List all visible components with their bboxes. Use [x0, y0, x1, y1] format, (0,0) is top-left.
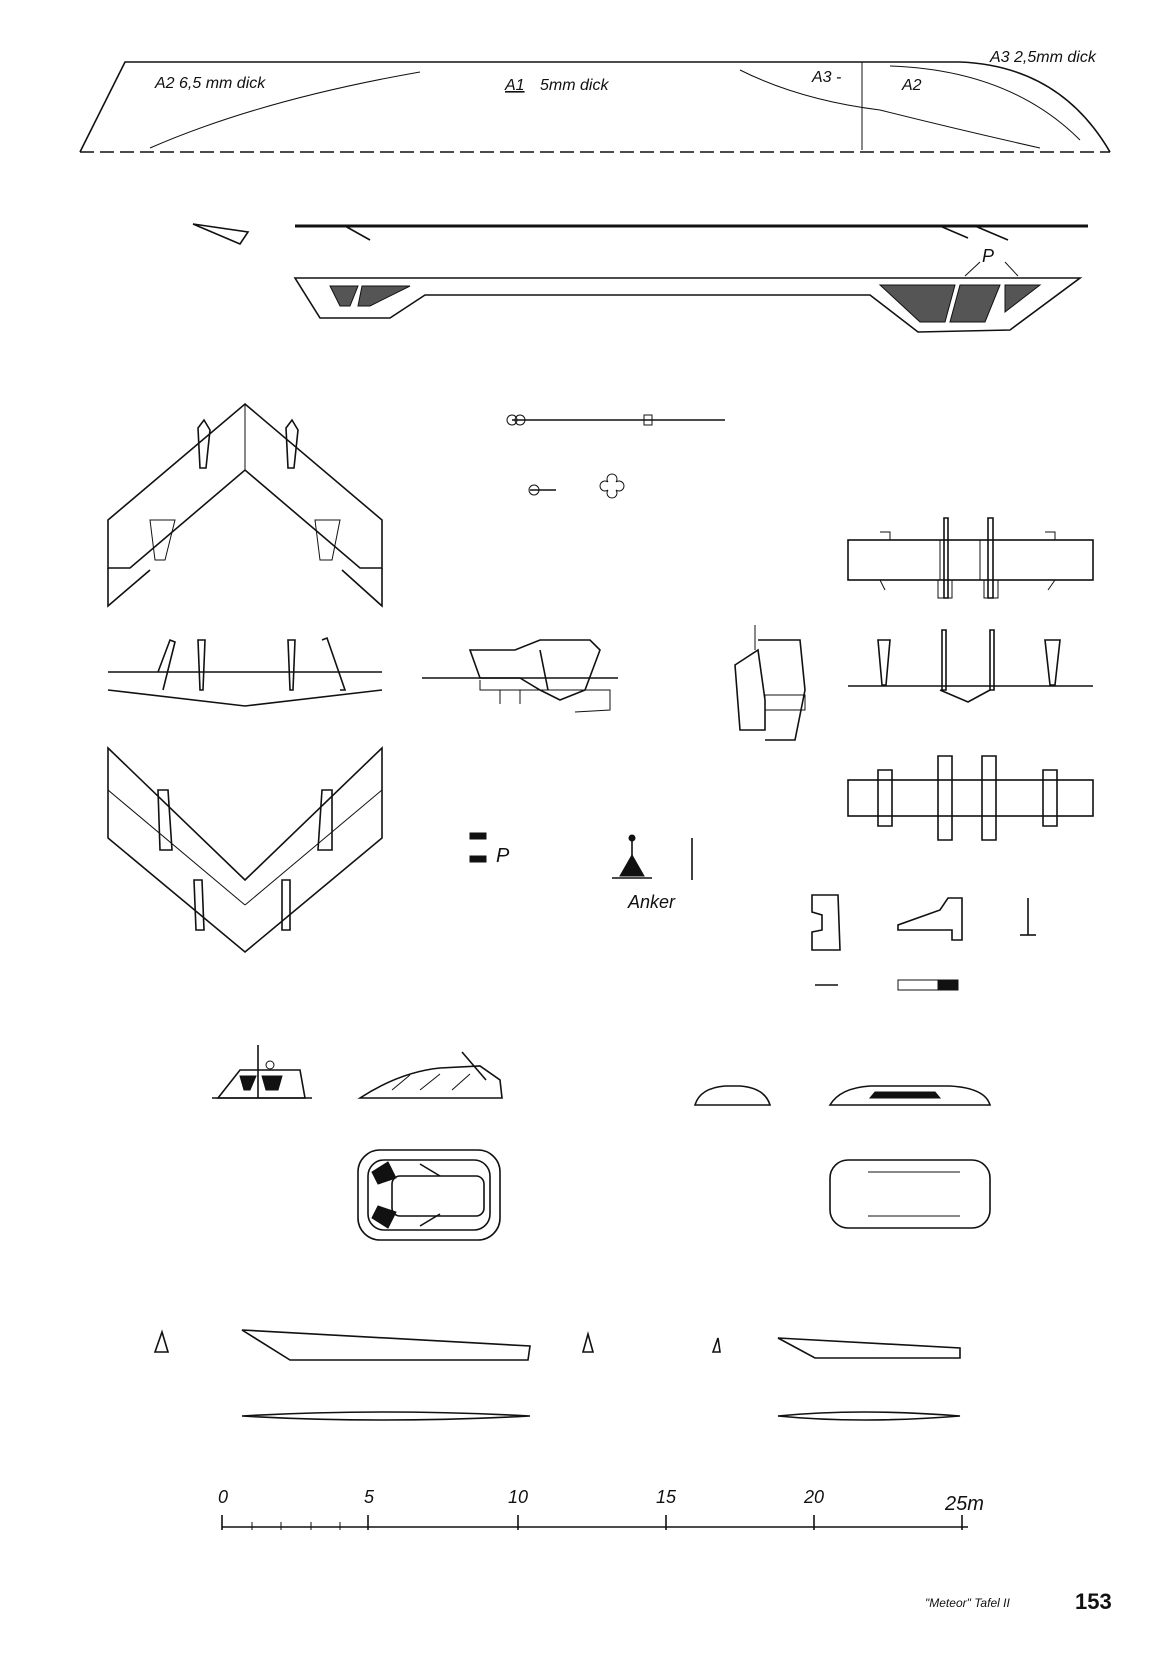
- label-p-upper: P: [982, 246, 994, 266]
- scale-tick-0: 0: [218, 1487, 228, 1507]
- bridge-plan-right-lower: [847, 755, 1094, 841]
- bridge-plan-right-upper: [847, 517, 1094, 599]
- boat-side-view: [357, 1051, 503, 1099]
- bridge-elevation-right: [848, 629, 1093, 703]
- raft-side-views: [693, 1085, 992, 1106]
- deckhouse-side: [422, 639, 618, 713]
- page-footer: "Meteor" Tafel II 153: [925, 1589, 1112, 1614]
- bridge-wing-plan-upper: [107, 402, 383, 608]
- boat-plan-view: [357, 1149, 501, 1241]
- label-a1-text: 5mm dick: [540, 77, 609, 94]
- scale-tick-5: 5: [364, 1487, 375, 1507]
- page-number: 153: [1075, 1589, 1112, 1614]
- label-a3-top: A3 2,5mm dick: [989, 49, 1097, 66]
- boat-front-view: [212, 1045, 312, 1099]
- label-p-lower: P: [496, 845, 510, 867]
- mast-spars: [153, 1329, 961, 1421]
- label-anker: Anker: [627, 892, 676, 912]
- label-a2: A2 6,5 mm dick: [154, 75, 266, 92]
- label-a1-code: A1: [504, 77, 525, 94]
- scale-tick-20: 20: [803, 1487, 824, 1507]
- bridge-wing-elevation: [107, 636, 383, 707]
- fittings-right: [811, 894, 1036, 991]
- scale-tick-10: 10: [508, 1487, 528, 1507]
- footer-caption: "Meteor" Tafel II: [925, 1596, 1010, 1610]
- scale-bar: 0 5 10 15 20 25m: [218, 1487, 984, 1530]
- hull-side-profile: P: [192, 223, 1088, 333]
- scale-end-label: 25m: [944, 1493, 984, 1515]
- label-a2-right: A2: [901, 77, 922, 94]
- label-a3-mid: A3 -: [811, 69, 841, 86]
- scale-tick-15: 15: [656, 1487, 677, 1507]
- p-and-anker-details: P Anker: [469, 832, 693, 912]
- raft-plan-view: [829, 1159, 991, 1229]
- rod-detail: [506, 414, 725, 499]
- deckhouse-front: [734, 625, 806, 741]
- hull-plating-view: A2 6,5 mm dick A1 5mm dick A3 - A2 A3 2,…: [79, 49, 1111, 153]
- bridge-wing-plan-lower: [107, 746, 383, 954]
